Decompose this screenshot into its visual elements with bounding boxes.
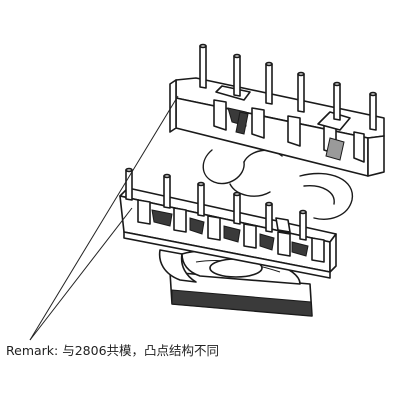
bottom-base: [160, 250, 312, 316]
remark-note: Remark: 与2806共模，凸点结构不同: [6, 343, 220, 358]
upper-flange: [170, 45, 384, 176]
remark-leader-lines: [30, 96, 178, 340]
lower-flange: [120, 169, 336, 278]
core-hub: [203, 150, 352, 219]
